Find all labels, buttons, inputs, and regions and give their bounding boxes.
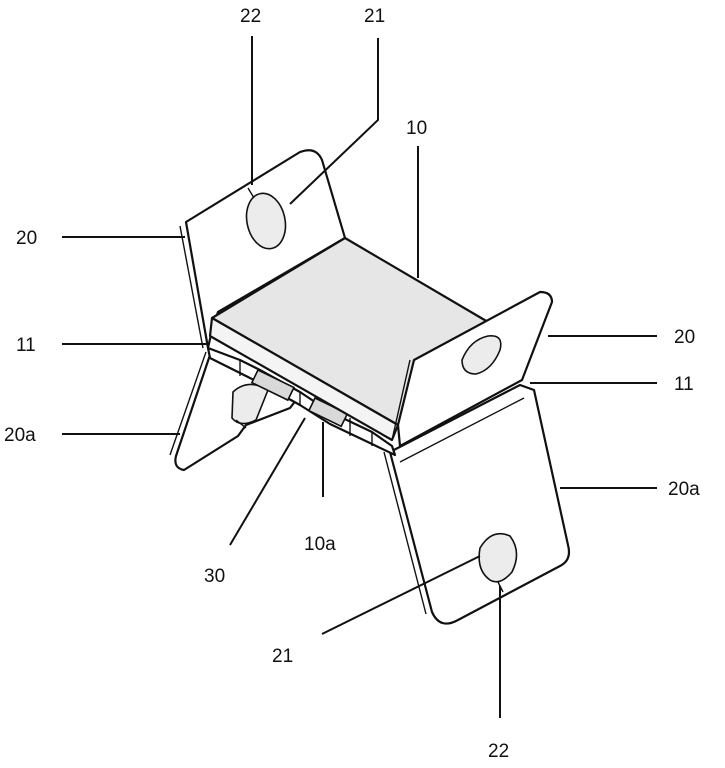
- upper-left-flange: [179, 149, 347, 350]
- label-left-20: 20: [16, 228, 37, 249]
- label-right-11: 11: [674, 374, 694, 395]
- lower-right-leg: [383, 383, 571, 625]
- leader-bottom-21: [321, 555, 481, 635]
- label-bottom-22: 22: [488, 741, 509, 762]
- label-left-20a: 20a: [4, 425, 36, 446]
- label-bottom-21: 21: [272, 646, 293, 667]
- label-left-11: 11: [16, 335, 36, 356]
- label-top-22: 22: [240, 6, 261, 27]
- label-10a: 10a: [304, 534, 336, 555]
- leader-top-21: [289, 38, 379, 205]
- label-top-21: 21: [364, 6, 385, 27]
- leader-30: [229, 417, 306, 546]
- label-top-10: 10: [406, 118, 427, 139]
- hinge-strip: [206, 346, 397, 457]
- leader-lines: [62, 36, 657, 718]
- label-30: 30: [204, 566, 225, 587]
- label-right-20: 20: [674, 327, 695, 348]
- upper-right-flange: [391, 290, 554, 448]
- label-right-20a: 20a: [668, 479, 700, 500]
- reference-labels: 22 21 10 20 20 11 11 20a 20a 30 10a 21 2…: [4, 6, 700, 762]
